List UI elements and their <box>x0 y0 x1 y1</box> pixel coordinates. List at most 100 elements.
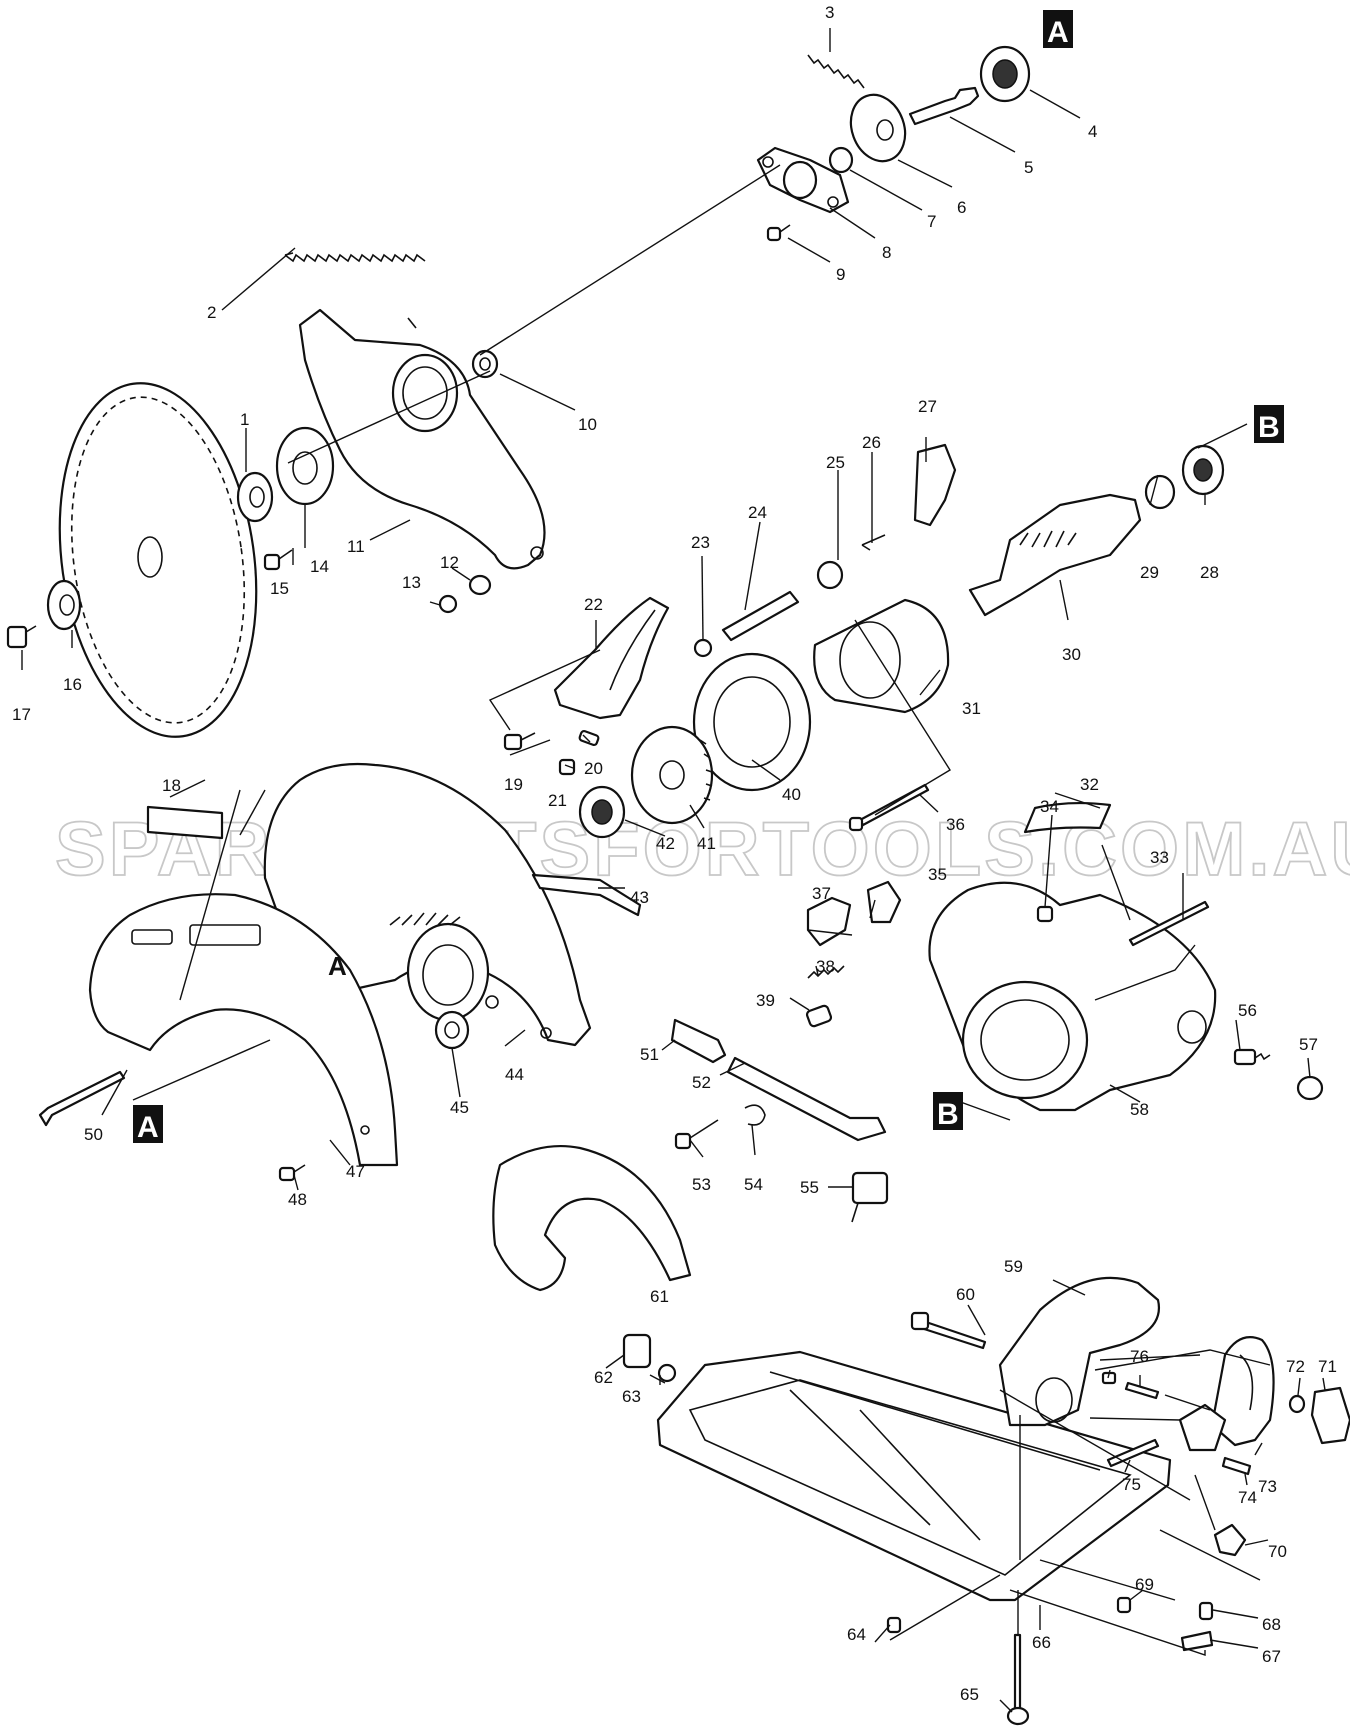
lever-22 <box>553 596 670 720</box>
part-label-61: 62 <box>594 1368 613 1387</box>
part-label-48: 48 <box>288 1190 307 1209</box>
part-label-17: 17 <box>12 705 31 724</box>
safety-cover <box>88 893 399 1167</box>
cap-56 <box>1296 1075 1324 1101</box>
part-label-32: 32 <box>1080 775 1099 794</box>
part-label-3: 3 <box>825 3 834 22</box>
svg-text:B: B <box>937 1098 959 1131</box>
screw-48 <box>278 1164 306 1182</box>
needle-bearing-7 <box>828 146 854 174</box>
bolt-59 <box>910 1311 987 1350</box>
reference-tags: A B A B A <box>133 10 1284 1144</box>
part-label-51: 52 <box>692 1073 711 1092</box>
capacitor-54 <box>851 1171 889 1223</box>
part-label-75: 76 <box>1130 1347 1149 1366</box>
bushing-25 <box>816 560 844 590</box>
bearing-28 <box>1181 444 1225 496</box>
brush-holder-37 <box>806 896 852 947</box>
base-plate-65 <box>656 1350 1172 1602</box>
part-label-23: 23 <box>691 533 710 552</box>
part-label-64: 65 <box>960 1685 979 1704</box>
bevel-guide-72 <box>1210 1336 1275 1447</box>
part-label-13: 13 <box>402 573 421 592</box>
part-label-22: 22 <box>584 595 603 614</box>
cord-51 <box>726 1056 887 1142</box>
armature-30 <box>968 493 1142 617</box>
part-label-59: 60 <box>956 1285 975 1304</box>
nut-13 <box>438 594 458 614</box>
part-illustrations <box>6 45 1350 1726</box>
part-label-7: 7 <box>927 212 936 231</box>
part-number-labels: 3 4 5 6 7 8 9 2 10 1 11 12 13 14 15 16 1… <box>12 3 1337 1704</box>
gear-housing-40 <box>692 652 812 792</box>
bearing-retainer-8 <box>756 146 850 214</box>
part-label-20: 20 <box>584 759 603 778</box>
part-label-50: 51 <box>640 1045 659 1064</box>
part-label-56: 57 <box>1299 1035 1318 1054</box>
part-label-16: 16 <box>63 675 82 694</box>
part-label-63: 64 <box>847 1625 866 1644</box>
lever-69 <box>1213 1523 1247 1557</box>
ref-tag-a-top: A <box>1043 10 1073 49</box>
part-label-15: 15 <box>270 579 289 598</box>
part-label-53: 54 <box>744 1175 763 1194</box>
part-label-29: 29 <box>1140 563 1159 582</box>
part-label-6: 6 <box>957 198 966 217</box>
screw-15 <box>263 549 293 571</box>
gear-6 <box>849 93 907 163</box>
part-label-21: 21 <box>548 791 567 810</box>
lower-guard-60 <box>492 1145 692 1292</box>
set-screw-68 <box>1116 1596 1132 1614</box>
screw-75 <box>1124 1381 1160 1400</box>
tension-spring <box>284 252 426 329</box>
part-label-74: 75 <box>1122 1475 1141 1494</box>
part-label-45: 45 <box>450 1098 469 1117</box>
part-label-26: 26 <box>862 433 881 452</box>
field-housing-31 <box>813 598 950 714</box>
hex-bolt-17 <box>6 625 37 649</box>
part-label-28: 28 <box>1200 563 1219 582</box>
spring-plate-43 <box>531 873 642 917</box>
cord-guard-50 <box>670 1018 727 1064</box>
outer-flange <box>46 579 82 631</box>
screw-52 <box>674 1119 719 1150</box>
flange-ring <box>275 426 335 506</box>
saw-blade <box>58 382 258 738</box>
pin-20 <box>578 729 600 747</box>
part-label-66: 67 <box>1262 1647 1281 1666</box>
ref-tag-a-left: A <box>133 1105 163 1144</box>
part-label-68: 69 <box>1135 1575 1154 1594</box>
set-screw-63 <box>886 1616 902 1634</box>
part-label-55: 56 <box>1238 1001 1257 1020</box>
part-label-54: 55 <box>800 1178 819 1197</box>
carbon-brush-39 <box>805 1004 833 1028</box>
part-label-11: 11 <box>347 537 365 556</box>
part-label-19: 19 <box>504 775 523 794</box>
knob-61 <box>622 1333 652 1369</box>
part-label-72: 73 <box>1258 1477 1277 1496</box>
part-label-71: 72 <box>1286 1357 1305 1376</box>
screw-36 <box>848 783 930 832</box>
helical-gear-41 <box>630 725 714 825</box>
bolt-49 <box>38 1070 126 1127</box>
bearing-42 <box>578 785 626 839</box>
part-label-24: 24 <box>748 503 767 522</box>
ref-tag-b-mid: B <box>933 1092 963 1131</box>
part-label-60: 61 <box>650 1287 669 1306</box>
part-label-12: 12 <box>440 553 459 572</box>
svg-text:A: A <box>1047 16 1069 49</box>
bearing-4 <box>979 45 1031 103</box>
shaft-24 <box>721 590 800 642</box>
part-label-2: 2 <box>207 303 216 322</box>
part-label-65: 66 <box>1032 1633 1051 1652</box>
part-label-4: 4 <box>1088 122 1097 141</box>
part-label-27: 27 <box>918 397 937 416</box>
knob-70 <box>1310 1386 1350 1445</box>
pin-21 <box>558 758 576 776</box>
part-label-49: 50 <box>84 1125 103 1144</box>
part-label-37: 37 <box>812 884 831 903</box>
label-32 <box>1023 802 1112 834</box>
ref-tag-b-right: B <box>1254 405 1284 444</box>
part-label-9: 9 <box>836 265 845 284</box>
